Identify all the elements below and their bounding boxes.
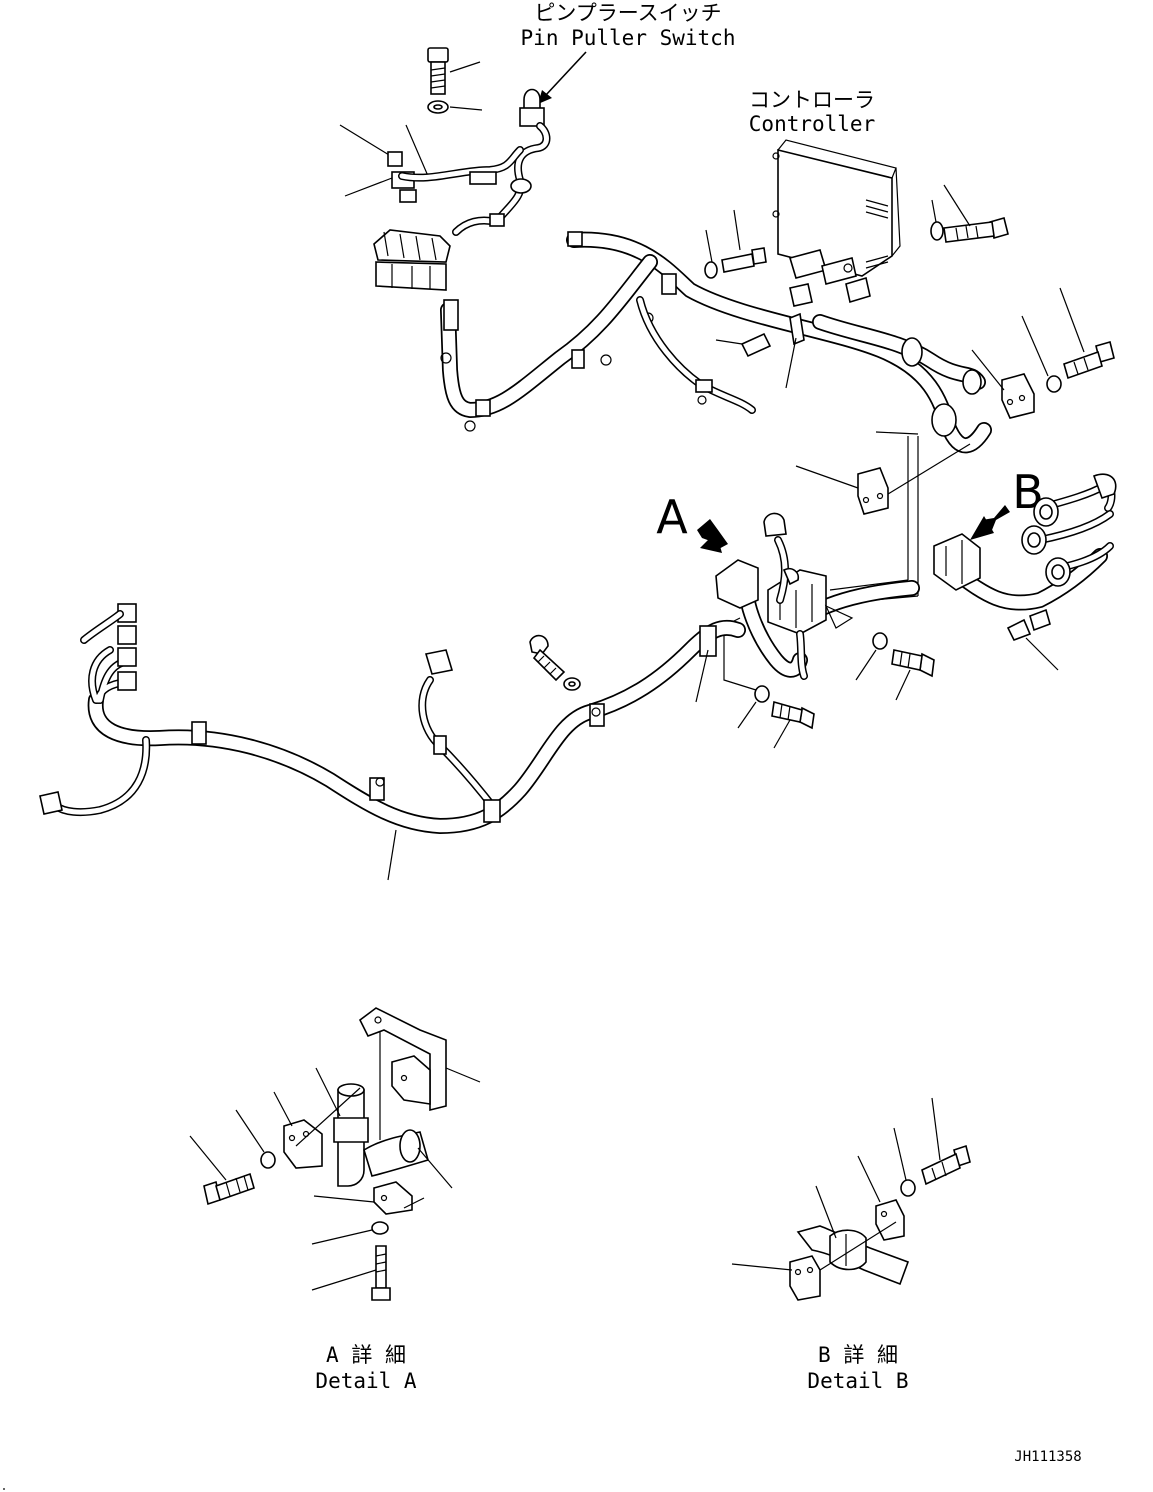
vertical-branch bbox=[829, 431, 919, 605]
controller-label-jp: コントローラ bbox=[749, 88, 875, 112]
view-b-arrow bbox=[970, 505, 1010, 540]
controller-label-en: Controller bbox=[749, 112, 875, 136]
bolt-a-right bbox=[891, 649, 935, 701]
view-a-arrow bbox=[697, 519, 728, 553]
lower-harness bbox=[39, 603, 746, 881]
washer-a-left bbox=[737, 685, 770, 729]
upper-left-connectors bbox=[339, 124, 524, 291]
central-junction bbox=[715, 512, 920, 691]
drawing-number: JH111358 bbox=[1014, 1449, 1081, 1465]
detail-a-label-jp: A 詳 細 bbox=[326, 1343, 406, 1367]
bracket-right-mid bbox=[795, 443, 971, 515]
detail-b-label-en: Detail B bbox=[807, 1369, 908, 1393]
detail-a-drawing bbox=[189, 1007, 481, 1301]
controller-washer-left bbox=[704, 229, 718, 279]
bracket-right-upper bbox=[971, 349, 1035, 419]
detail-a-label-en: Detail A bbox=[315, 1369, 417, 1393]
bolt-lower-center bbox=[529, 634, 566, 682]
view-a-label: A bbox=[656, 490, 688, 544]
pin-puller-switch bbox=[494, 51, 587, 224]
detail-b-label-jp: B 詳 細 bbox=[818, 1343, 898, 1367]
pin-puller-switch-label-en: Pin Puller Switch bbox=[521, 26, 736, 50]
washer-right-upper bbox=[1021, 315, 1062, 393]
bolt-top bbox=[427, 47, 481, 95]
pin-puller-switch-label-jp: ピンプラースイッチ bbox=[534, 1, 721, 25]
upper-harness bbox=[440, 231, 992, 454]
washer-top bbox=[427, 100, 483, 114]
washer-lower-center bbox=[563, 677, 581, 691]
washer-a-right bbox=[855, 632, 888, 681]
controller bbox=[772, 139, 901, 307]
detail-b-drawing bbox=[731, 1097, 971, 1301]
controller-bolt-right bbox=[943, 184, 1009, 243]
controller-bolt-left bbox=[721, 209, 767, 273]
b-region-connectors bbox=[933, 473, 1117, 671]
clip-center bbox=[785, 312, 805, 389]
bolt-a-left bbox=[771, 700, 815, 749]
spacer bbox=[715, 332, 772, 358]
controller-washer-right bbox=[930, 199, 944, 241]
bolt-right-upper bbox=[1059, 287, 1115, 380]
